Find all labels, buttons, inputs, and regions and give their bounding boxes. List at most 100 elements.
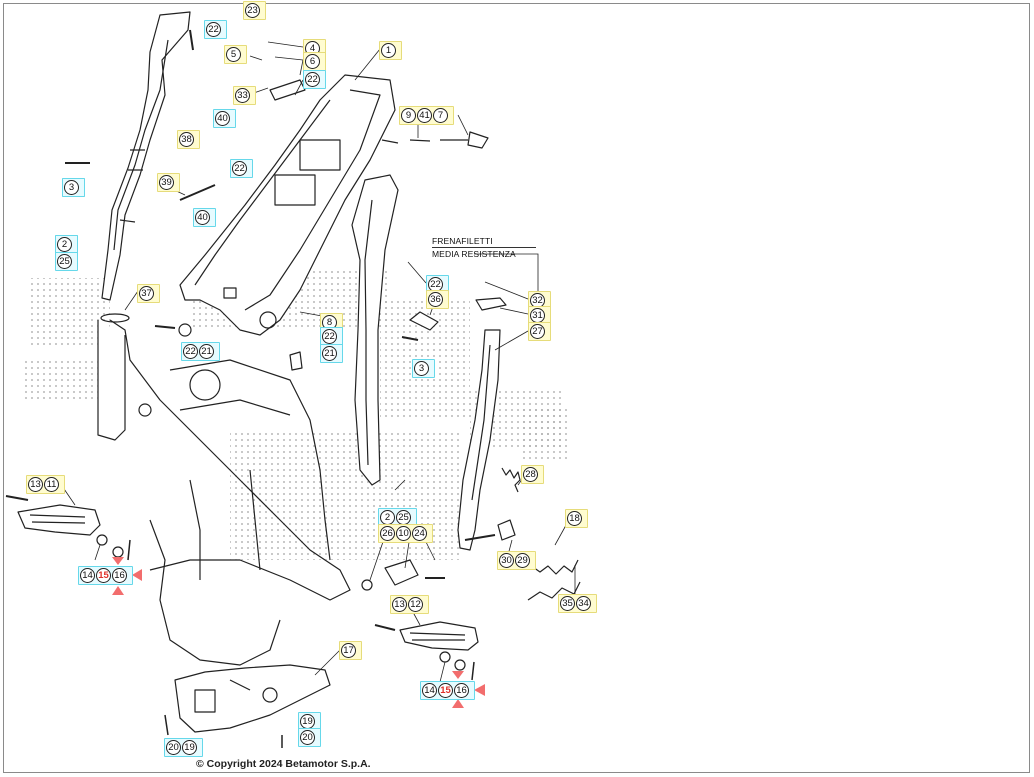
part-number: 40: [215, 111, 230, 126]
parts-outline: [5, 11, 581, 748]
callout-25: 25: [55, 252, 78, 271]
part-number: 21: [322, 346, 337, 361]
callout-1: 1: [379, 41, 402, 60]
part-number: 22: [206, 22, 221, 37]
part-number: 14: [422, 683, 437, 698]
callout-22: 22: [320, 327, 343, 346]
part-number: 16: [112, 568, 127, 583]
threadlocker-note: FRENAFILETTI MEDIA RESISTENZA: [432, 236, 536, 259]
drawing-frame: [3, 3, 1030, 773]
part-number: 13: [28, 477, 43, 492]
callout-3: 3: [412, 359, 435, 378]
part-number: 2: [57, 237, 72, 252]
part-number: 39: [159, 175, 174, 190]
callout-36: 36: [426, 290, 449, 309]
part-number: 8: [322, 315, 337, 330]
callout-17: 17: [339, 641, 362, 660]
part-number: 7: [433, 108, 448, 123]
callout-20: 20: [298, 728, 321, 747]
part-number: 26: [380, 526, 395, 541]
part-number: 3: [64, 180, 79, 195]
part-number: 18: [567, 511, 582, 526]
callout-22: 22: [230, 159, 253, 178]
callout-18: 18: [565, 509, 588, 528]
part-number: 15: [96, 568, 111, 583]
part-number: 5: [226, 47, 241, 62]
part-number: 31: [530, 308, 545, 323]
note-line-2: MEDIA RESISTENZA: [432, 249, 516, 259]
callout-40: 40: [213, 109, 236, 128]
part-number: 1: [381, 43, 396, 58]
part-number: 36: [428, 292, 443, 307]
part-number: 10: [396, 526, 411, 541]
part-number: 25: [396, 510, 411, 525]
part-number: 16: [454, 683, 469, 698]
part-number: 12: [408, 597, 423, 612]
part-number: 23: [245, 3, 260, 18]
part-number: 22: [232, 161, 247, 176]
part-number: 34: [576, 596, 591, 611]
part-number: 30: [499, 553, 514, 568]
part-number: 22: [183, 344, 198, 359]
callout-27: 27: [528, 322, 551, 341]
part-number: 13: [392, 597, 407, 612]
part-number: 19: [182, 740, 197, 755]
part-number: 27: [530, 324, 545, 339]
callout-6: 6: [303, 52, 326, 71]
callout-22: 22: [303, 70, 326, 89]
part-number: 24: [412, 526, 427, 541]
part-number: 33: [235, 88, 250, 103]
callout-31: 31: [528, 306, 551, 325]
part-number: 40: [195, 210, 210, 225]
part-number: 3: [414, 361, 429, 376]
part-number: 19: [300, 714, 315, 729]
part-number: 9: [401, 108, 416, 123]
callout-23: 23: [243, 1, 266, 20]
callout-39: 39: [157, 173, 180, 192]
callout-5: 5: [224, 45, 247, 64]
part-number: 35: [560, 596, 575, 611]
part-number: 6: [305, 54, 320, 69]
part-number: 20: [166, 740, 181, 755]
part-number: 21: [199, 344, 214, 359]
callout-3: 3: [62, 178, 85, 197]
part-number: 41: [417, 108, 432, 123]
callout-37: 37: [137, 284, 160, 303]
part-number: 15: [438, 683, 453, 698]
callout-22: 22: [426, 275, 449, 294]
part-number: 11: [44, 477, 59, 492]
callout-19: 19: [298, 712, 321, 731]
part-number: 37: [139, 286, 154, 301]
callout-2: 2: [55, 235, 78, 254]
callout-21: 21: [320, 344, 343, 363]
note-line-1: FRENAFILETTI: [432, 236, 536, 248]
part-number: 29: [515, 553, 530, 568]
part-number: 17: [341, 643, 356, 658]
part-number: 20: [300, 730, 315, 745]
callout-40: 40: [193, 208, 216, 227]
part-number: 22: [428, 277, 443, 292]
torque-warning-arrows: [112, 557, 485, 708]
part-number: 28: [523, 467, 538, 482]
part-number: 38: [179, 132, 194, 147]
callout-22: 22: [204, 20, 227, 39]
part-number: 2: [380, 510, 395, 525]
part-number: 22: [322, 329, 337, 344]
callout-38: 38: [177, 130, 200, 149]
part-number: 22: [305, 72, 320, 87]
copyright-text: © Copyright 2024 Betamotor S.p.A.: [196, 758, 371, 770]
callout-28: 28: [521, 465, 544, 484]
